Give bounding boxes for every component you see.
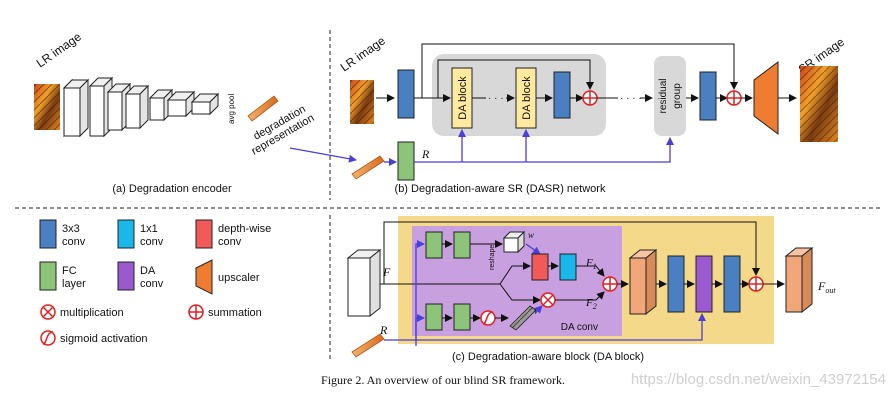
group-label: group — [672, 83, 683, 109]
conv3x3-head — [397, 69, 415, 119]
feature-map-mid — [628, 248, 658, 316]
degradation-representation-rod-b — [351, 155, 385, 180]
ellipsis-2: · · · · — [620, 93, 642, 104]
figure-caption: Figure 2. An overview of our blind SR fr… — [321, 373, 565, 387]
legend-fc-l2: layer — [62, 278, 86, 290]
lr-image-b — [350, 80, 374, 124]
depthwise-conv — [531, 253, 549, 281]
output-feature-map — [784, 246, 814, 314]
fc-layer-b — [397, 141, 415, 181]
legend: 3x3 conv 1x1 conv depth-wise conv FC lay… — [39, 219, 271, 346]
legend-conv3x3-l2: conv — [62, 236, 86, 248]
legend-upscaler-swatch — [195, 259, 213, 295]
legend-conv1x1-l2: conv — [140, 236, 164, 248]
multiplication-icon-c — [540, 292, 556, 308]
da-block-2-label: DA block — [521, 76, 533, 120]
lr-image-label-b: LR image — [338, 33, 388, 74]
legend-summation-label: summation — [208, 307, 262, 319]
legend-depthwise-swatch — [195, 219, 213, 249]
r-label-b: R — [421, 147, 430, 161]
watermark-text: https://blog.csdn.net/weixin_43972154 — [631, 371, 886, 388]
conv3x3-c2 — [723, 255, 741, 313]
legend-daconv-l2: conv — [140, 278, 164, 290]
ellipsis-1: · · · — [488, 93, 504, 104]
summation-icon-b1 — [582, 90, 598, 106]
legend-depthwise-l2: conv — [218, 236, 242, 248]
caption-a: (a) Degradation encoder — [112, 183, 232, 195]
f2-label: F2 — [585, 297, 597, 311]
fc-upper-1 — [425, 231, 443, 259]
caption-b: (b) Degradation-aware SR (DASR) network — [395, 183, 606, 195]
lr-image-label-a: LR image — [34, 29, 84, 70]
da-conv-label: DA conv — [561, 322, 598, 333]
conv3x3-c1 — [667, 255, 685, 313]
legend-daconv-l1: DA — [140, 265, 156, 277]
residual-label: residual — [658, 78, 669, 113]
panel-c-da-block: F reshape w F1 F2 — [346, 216, 836, 363]
legend-depthwise-l1: depth-wise — [218, 223, 271, 235]
conv3x3-body-tail — [699, 71, 717, 121]
legend-daconv-swatch — [117, 261, 135, 291]
degradation-representation-rod-a — [247, 95, 279, 122]
panel-b-dasr-network: LR image DA block · · · DA block · · · · — [338, 33, 847, 195]
conv3x3-group-tail — [553, 71, 571, 119]
fc-lower-1 — [425, 303, 443, 331]
legend-sigmoid-label: sigmoid activation — [60, 333, 147, 345]
input-feature-map — [346, 248, 382, 318]
reshape-label: reshape — [489, 245, 496, 270]
legend-upscaler-label: upscaler — [218, 272, 260, 284]
legend-conv3x3-l1: 3x3 — [62, 223, 80, 235]
f-out-label: Fout — [817, 279, 836, 295]
sr-image — [800, 66, 838, 142]
sigmoid-icon — [40, 330, 56, 346]
kernel-cube — [502, 230, 526, 254]
lr-image-a — [34, 84, 60, 130]
degradation-representation-rod-c — [351, 333, 385, 358]
legend-conv1x1-swatch — [117, 219, 135, 249]
fc-upper-2 — [453, 231, 471, 259]
multiplication-icon — [40, 304, 56, 320]
daconv-c2 — [695, 255, 713, 313]
panel-a-degradation-encoder: LR image — [34, 29, 317, 195]
da-block-1-label: DA block — [457, 76, 469, 120]
repr-transfer-arrow — [289, 147, 357, 163]
encoder-layers — [62, 76, 220, 138]
w-label: w — [528, 230, 534, 240]
upscaler-b — [753, 61, 779, 135]
avg-pool-label: avg pool — [227, 94, 236, 124]
caption-c: (c) Degradation-aware block (DA block) — [452, 351, 644, 363]
summation-icon-b2 — [726, 90, 742, 106]
legend-conv1x1-l1: 1x1 — [140, 223, 158, 235]
sigmoid-icon-c — [480, 310, 496, 326]
legend-conv3x3-swatch — [39, 219, 57, 249]
r-label-c: R — [379, 323, 388, 337]
summation-icon-c2 — [748, 276, 764, 292]
legend-fc-l1: FC — [62, 265, 77, 277]
legend-multiplication-label: multiplication — [60, 307, 124, 319]
summation-icon-legend — [188, 304, 204, 320]
legend-fc-swatch — [39, 261, 57, 291]
fc-lower-2 — [453, 303, 471, 331]
f-in-label: F — [382, 265, 391, 279]
residual-group — [654, 56, 686, 136]
summation-icon-c1 — [602, 276, 618, 292]
conv1x1-c — [559, 253, 577, 281]
